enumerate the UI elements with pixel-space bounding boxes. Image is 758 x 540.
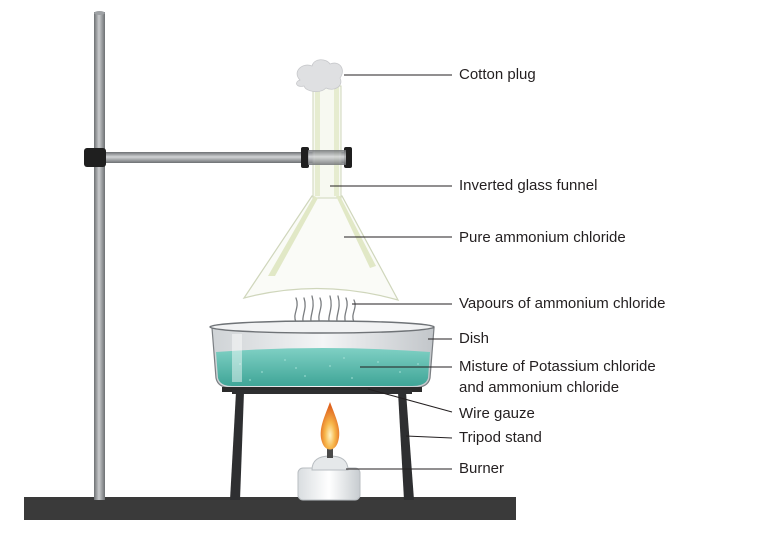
stand-rod-top — [94, 11, 105, 15]
stand-rod — [94, 12, 105, 500]
stand-base — [24, 497, 516, 520]
clamp-ring — [308, 150, 346, 165]
label-wire-gauze: Wire gauze — [459, 405, 535, 422]
label-burner: Burner — [459, 460, 505, 477]
dish-highlight — [232, 334, 242, 382]
burner-wick — [327, 446, 333, 458]
tripod-ring — [232, 390, 412, 394]
label-cotton-plug: Cotton plug — [459, 66, 536, 83]
sublimate-deposit-right — [336, 196, 376, 268]
tripod-leg-right — [398, 392, 414, 500]
cotton-plug — [296, 59, 343, 92]
tripod-leg-left — [230, 392, 244, 500]
mixture-speckles — [239, 357, 419, 381]
label-mixture-line2: and ammonium chloride — [459, 379, 620, 396]
clamp-grip-left — [301, 147, 309, 168]
dish-rim — [209, 320, 435, 334]
funnel-stem-glass-right — [334, 86, 339, 196]
burner-body — [297, 467, 361, 501]
label-dish: Dish — [459, 330, 490, 347]
label-pure-ammonium-chloride: Pure ammonium chloride — [459, 229, 626, 246]
label-tripod-stand: Tripod stand — [459, 429, 542, 446]
dish-mixture — [216, 348, 430, 386]
sublimate-deposit-left — [268, 196, 318, 276]
clamp-arm — [90, 152, 352, 163]
burner-cap — [311, 455, 349, 471]
wire-gauze — [222, 387, 422, 392]
funnel-stem-glass-left — [315, 86, 320, 196]
label-vapours: Vapours of ammonium chloride — [459, 295, 666, 312]
burner-flame — [320, 402, 340, 450]
label-mixture-line1: Misture of Potassium chloride — [459, 358, 656, 375]
clamp-boss — [84, 148, 106, 167]
funnel-cone — [242, 195, 400, 301]
leader-lines — [330, 74, 453, 470]
label-inverted-funnel: Inverted glass funnel — [459, 177, 598, 194]
